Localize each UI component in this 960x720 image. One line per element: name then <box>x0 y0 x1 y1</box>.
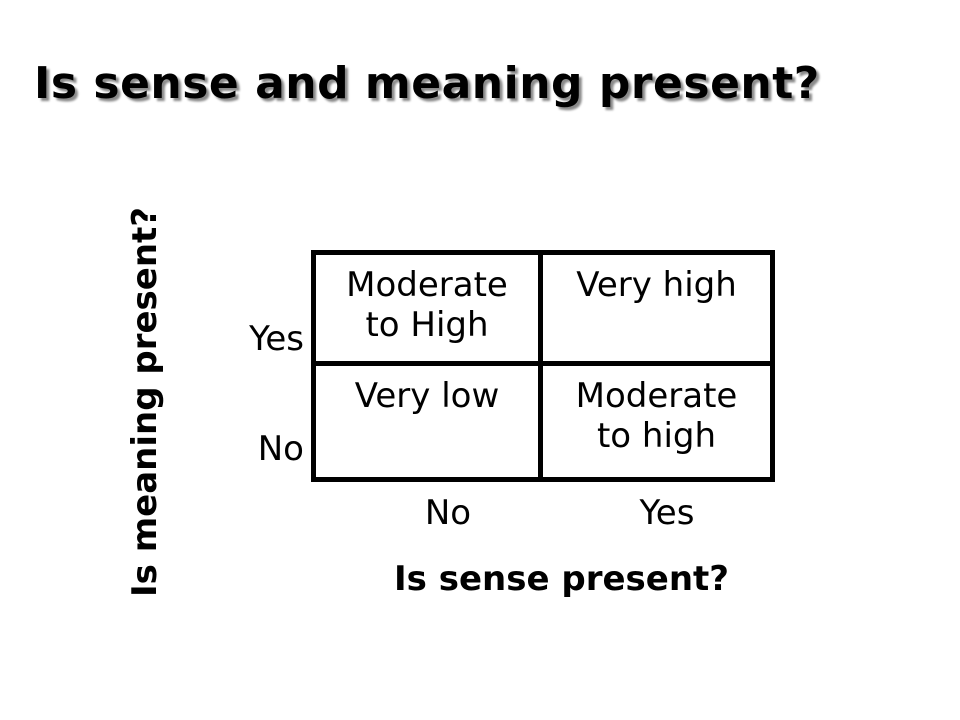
row-label-no: No <box>257 429 304 469</box>
sense-meaning-matrix: Moderate to High Very high Very low Mode… <box>311 250 775 482</box>
cell-meaning-no-sense-no: Very low <box>316 366 543 477</box>
row-label-yes: Yes <box>249 319 304 359</box>
column-label-no: No <box>424 493 472 533</box>
cell-text-line: Very high <box>576 265 737 305</box>
cell-meaning-yes-sense-yes: Very high <box>543 255 770 366</box>
y-axis-title: Is meaning present? <box>125 206 165 598</box>
cell-text-line: Moderate <box>346 265 508 305</box>
cell-text-line: Very low <box>354 376 500 416</box>
cell-meaning-yes-sense-no: Moderate to High <box>316 255 543 366</box>
cell-text-line: to high <box>596 416 717 456</box>
cell-text-line: to High <box>365 305 489 345</box>
slide-title: Is sense and meaning present? <box>34 58 820 109</box>
cell-meaning-no-sense-yes: Moderate to high <box>543 366 770 477</box>
x-axis-title: Is sense present? <box>394 559 730 599</box>
cell-text-line: Moderate <box>575 376 738 416</box>
column-label-yes: Yes <box>639 493 695 533</box>
